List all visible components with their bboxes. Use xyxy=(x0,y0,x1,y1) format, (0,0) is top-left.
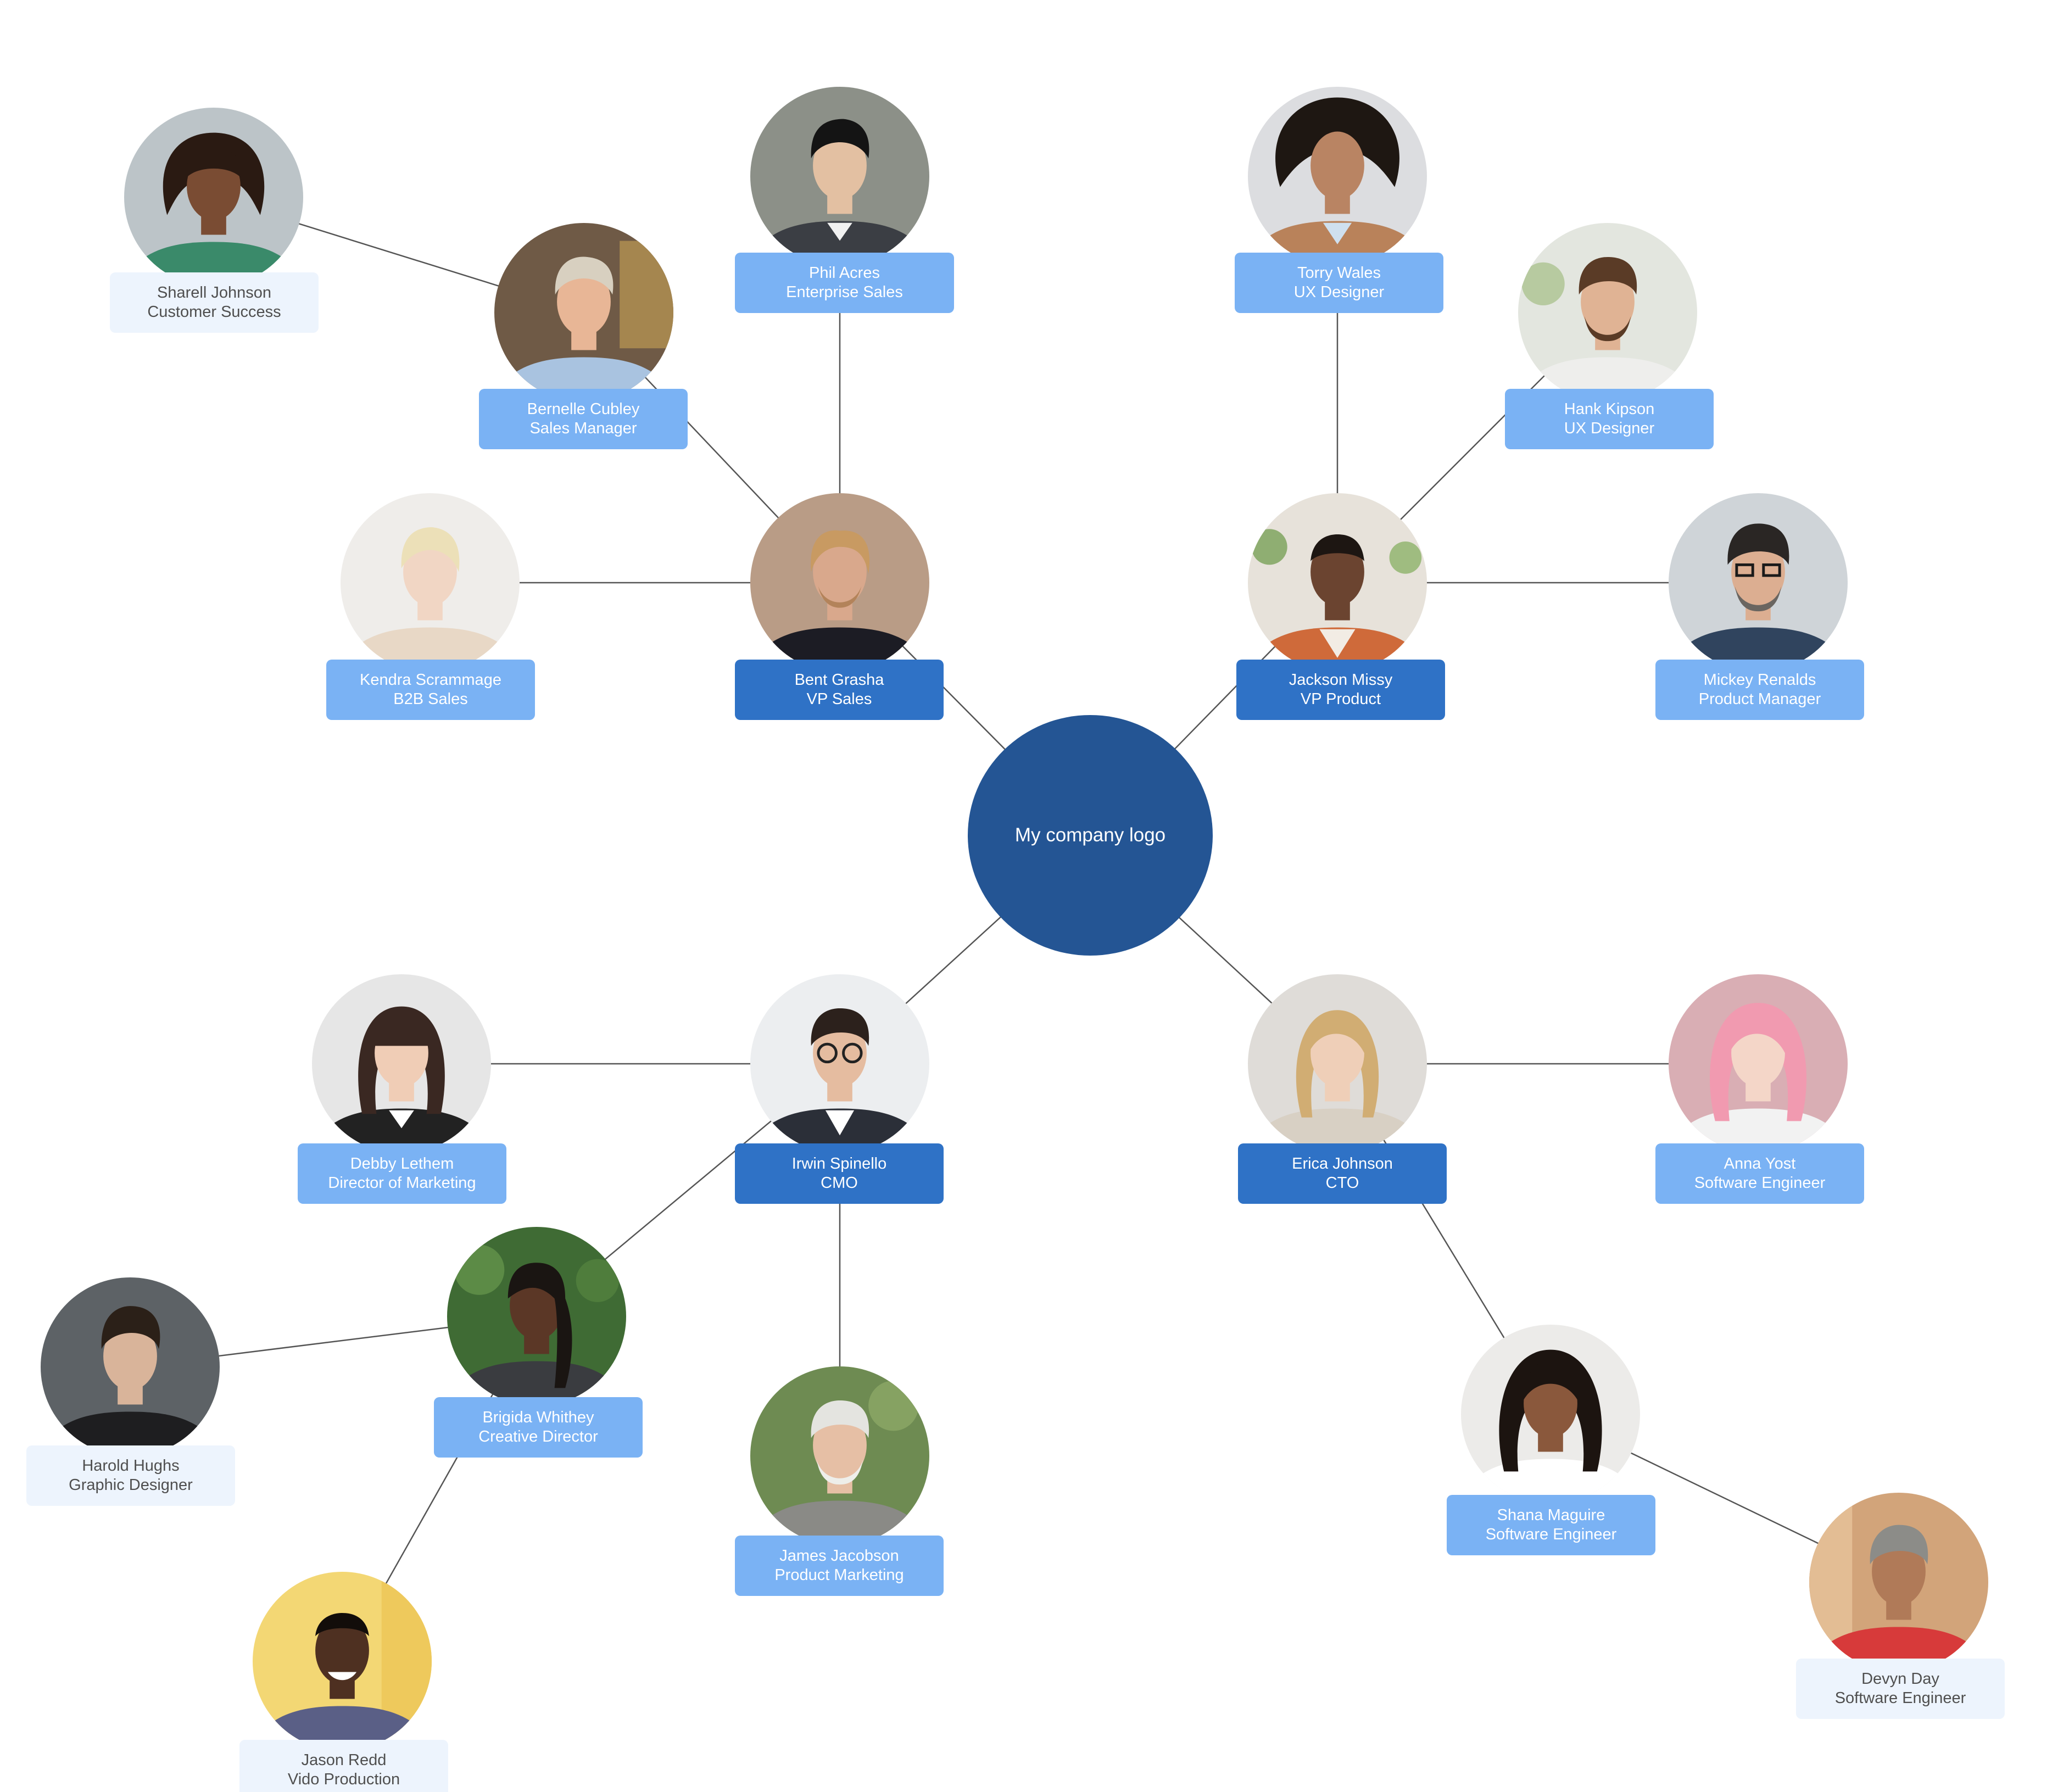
person-name: Irwin Spinello xyxy=(791,1155,887,1173)
avatar-bent-grasha[interactable] xyxy=(750,493,929,672)
avatar-anna-yost[interactable] xyxy=(1669,974,1848,1153)
person-title: Software Engineer xyxy=(1485,1526,1617,1543)
card-anna-yost[interactable]: Anna Yost Software Engineer xyxy=(1655,1143,1864,1204)
person-name: Shana Maguire xyxy=(1497,1506,1605,1524)
person-name: Torry Wales xyxy=(1297,264,1381,282)
avatar-harold-hughs[interactable] xyxy=(41,1277,220,1456)
avatar-erica-johnson[interactable] xyxy=(1248,974,1427,1153)
card-hank-kipson[interactable]: Hank Kipson UX Designer xyxy=(1505,389,1714,449)
person-title: Creative Director xyxy=(478,1428,598,1445)
avatar-sharell-johnson[interactable] xyxy=(124,108,303,287)
person-name: Debby Lethem xyxy=(350,1155,454,1173)
card-bent-grasha[interactable]: Bent Grasha VP Sales xyxy=(735,660,944,720)
person-title: Director of Marketing xyxy=(328,1174,476,1192)
person-title: Enterprise Sales xyxy=(786,283,903,301)
person-name: Bernelle Cubley xyxy=(527,400,640,418)
person-name: Phil Acres xyxy=(809,264,880,282)
avatar-shana-maguire[interactable] xyxy=(1461,1325,1640,1504)
person-name: Jackson Missy xyxy=(1289,671,1393,689)
avatar-torry-wales[interactable] xyxy=(1248,87,1427,266)
person-title: UX Designer xyxy=(1293,283,1385,301)
person-name: Devyn Day xyxy=(1861,1670,1939,1688)
card-erica-johnson[interactable]: Erica Johnson CTO xyxy=(1238,1143,1447,1204)
card-shana-maguire[interactable]: Shana Maguire Software Engineer xyxy=(1447,1495,1655,1555)
person-title: Vido Production xyxy=(287,1771,400,1788)
card-james-jacobson[interactable]: James Jacobson Product Marketing xyxy=(735,1536,944,1596)
person-title: Customer Success xyxy=(147,303,281,321)
avatar-kendra-scrammage[interactable] xyxy=(341,493,520,672)
avatar-mickey-renalds[interactable] xyxy=(1669,493,1848,672)
card-irwin-spinello[interactable]: Irwin Spinello CMO xyxy=(735,1143,944,1204)
card-harold-hughs[interactable]: Harold Hughs Graphic Designer xyxy=(26,1445,235,1506)
person-name: Anna Yost xyxy=(1724,1155,1796,1173)
card-torry-wales[interactable]: Torry Wales UX Designer xyxy=(1235,253,1443,313)
person-title: Software Engineer xyxy=(1694,1174,1826,1192)
person-title: CTO xyxy=(1325,1174,1359,1192)
person-name: Sharell Johnson xyxy=(157,284,271,302)
person-title: VP Sales xyxy=(806,690,872,708)
avatar-irwin-spinello[interactable] xyxy=(750,974,929,1153)
avatar-phil-acres[interactable] xyxy=(750,87,929,266)
avatar-jackson-missy[interactable] xyxy=(1248,493,1427,672)
card-phil-acres[interactable]: Phil Acres Enterprise Sales xyxy=(735,253,954,313)
avatar-brigida-whithey[interactable] xyxy=(447,1227,626,1406)
person-name: Bent Grasha xyxy=(794,671,884,689)
person-name: Erica Johnson xyxy=(1292,1155,1393,1173)
company-logo-node[interactable]: My company logo xyxy=(968,715,1213,956)
company-logo-label: My company logo xyxy=(1014,824,1166,846)
card-brigida-whithey[interactable]: Brigida Whithey Creative Director xyxy=(434,1397,643,1458)
person-title: VP Product xyxy=(1300,690,1381,708)
card-debby-lethem[interactable]: Debby Lethem Director of Marketing xyxy=(298,1143,506,1204)
person-title: UX Designer xyxy=(1564,420,1655,437)
person-name: Kendra Scrammage xyxy=(360,671,501,689)
card-jackson-missy[interactable]: Jackson Missy VP Product xyxy=(1236,660,1445,720)
card-kendra-scrammage[interactable]: Kendra Scrammage B2B Sales xyxy=(326,660,535,720)
person-name: Brigida Whithey xyxy=(482,1409,594,1426)
person-name: Hank Kipson xyxy=(1564,400,1655,418)
avatar-bernelle-cubley[interactable] xyxy=(494,223,673,402)
person-name: Mickey Renalds xyxy=(1703,671,1816,689)
card-sharell-johnson[interactable]: Sharell Johnson Customer Success xyxy=(110,272,319,333)
avatar-debby-lethem[interactable] xyxy=(312,974,491,1153)
person-title: Graphic Designer xyxy=(69,1476,193,1494)
person-title: Software Engineer xyxy=(1834,1689,1966,1707)
avatar-james-jacobson[interactable] xyxy=(750,1366,929,1545)
person-title: Product Marketing xyxy=(774,1566,904,1584)
avatar-hank-kipson[interactable] xyxy=(1518,223,1697,402)
avatar-devyn-day[interactable] xyxy=(1809,1493,1988,1672)
person-name: Jason Redd xyxy=(301,1751,387,1769)
card-devyn-day[interactable]: Devyn Day Software Engineer xyxy=(1796,1659,2005,1719)
person-name: Harold Hughs xyxy=(82,1457,180,1475)
card-jason-redd[interactable]: Jason Redd Vido Production xyxy=(239,1740,448,1792)
person-title: B2B Sales xyxy=(393,690,468,708)
person-title: Product Manager xyxy=(1698,690,1821,708)
avatar-jason-redd[interactable] xyxy=(253,1572,432,1751)
person-title: Sales Manager xyxy=(529,420,637,437)
card-mickey-renalds[interactable]: Mickey Renalds Product Manager xyxy=(1655,660,1864,720)
person-name: James Jacobson xyxy=(779,1547,899,1565)
person-title: CMO xyxy=(821,1174,858,1192)
card-bernelle-cubley[interactable]: Bernelle Cubley Sales Manager xyxy=(479,389,688,449)
